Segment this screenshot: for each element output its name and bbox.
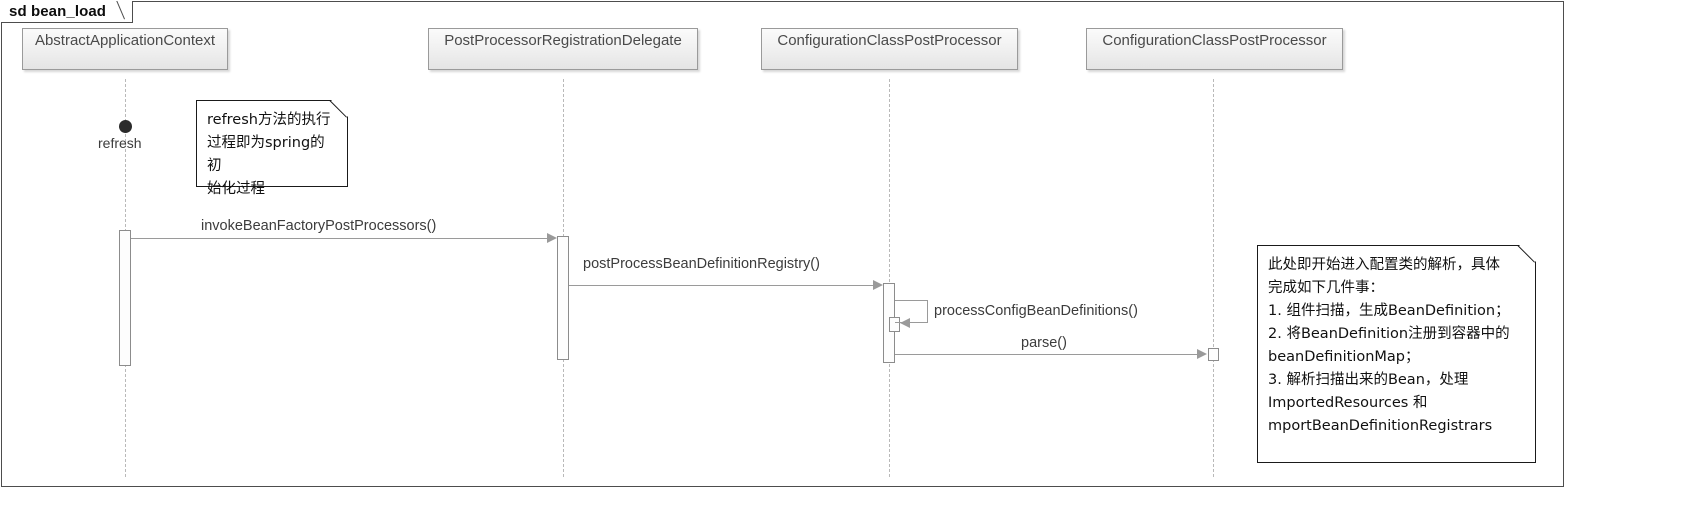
note-parse-explanation: 此处即开始进入配置类的解析，具体 完成如下几件事： 1. 组件扫描，生成Bean… [1257, 245, 1536, 463]
message-arrowhead-invokebeanfactorypostprocessors [547, 233, 557, 243]
participant-postprocessorregistrationdelegate[interactable]: PostProcessorRegistrationDelegate [428, 28, 698, 70]
message-label-processconfigbeandefinitions: processConfigBeanDefinitions() [934, 303, 1138, 319]
message-arrowhead-processconfigbeandefinitions [900, 318, 910, 328]
start-point-ball [119, 120, 132, 133]
message-line-postprocessbeandefinitionregistry [569, 285, 874, 286]
message-label-parse: parse() [1021, 335, 1067, 351]
start-point-label: refresh [98, 135, 142, 151]
participant-abstractapplicationcontext[interactable]: AbstractApplicationContext [22, 28, 228, 70]
lifeline-p4 [1213, 79, 1214, 477]
participant-configurationclasspostprocessor-1[interactable]: ConfigurationClassPostProcessor [761, 28, 1018, 70]
activation-p4 [1208, 348, 1219, 361]
participant-configurationclasspostprocessor-2[interactable]: ConfigurationClassPostProcessor [1086, 28, 1343, 70]
message-line-parse [895, 354, 1199, 355]
note-fold-corner-icon [331, 100, 348, 117]
diagram-frame [1, 1, 1564, 487]
participant-label: ConfigurationClassPostProcessor [1102, 32, 1327, 49]
message-line-invokebeanfactorypostprocessors [131, 238, 548, 239]
message-arrowhead-parse [1197, 349, 1207, 359]
participant-label: ConfigurationClassPostProcessor [777, 32, 1002, 49]
activation-p1 [119, 230, 131, 366]
message-label-invokebeanfactorypostprocessors: invokeBeanFactoryPostProcessors() [201, 218, 437, 234]
frame-tab-notch [112, 1, 128, 24]
message-label-postprocessbeandefinitionregistry: postProcessBeanDefinitionRegistry() [583, 256, 820, 272]
note-parse-text: 此处即开始进入配置类的解析，具体 完成如下几件事： 1. 组件扫描，生成Bean… [1268, 257, 1510, 434]
participant-label: PostProcessorRegistrationDelegate [444, 32, 682, 49]
participant-label: AbstractApplicationContext [34, 32, 216, 49]
frame-label-text: sd bean_load [9, 3, 107, 20]
activation-p3-nested [889, 317, 900, 332]
note-refresh-text: refresh方法的执行 过程即为spring的初 始化过程 [207, 112, 331, 197]
message-selfcall-bracket-processconfigbeandefinitions [895, 300, 928, 323]
lifeline-p3 [889, 79, 890, 477]
frame-label-tab: sd bean_load [1, 1, 134, 23]
note-fold-corner-icon [1519, 245, 1536, 262]
note-refresh-explanation: refresh方法的执行 过程即为spring的初 始化过程 [196, 100, 348, 197]
message-arrowhead-postprocessbeandefinitionregistry [873, 280, 883, 290]
activation-p2 [557, 236, 569, 360]
